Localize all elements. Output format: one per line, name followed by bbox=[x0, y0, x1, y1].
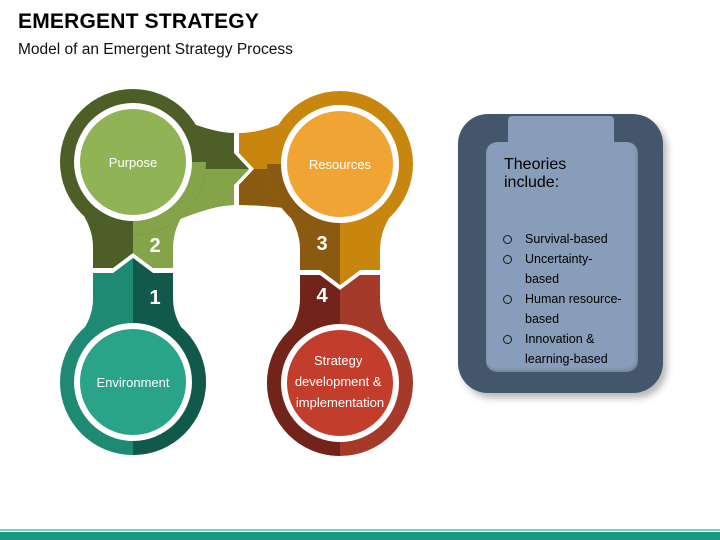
theory-item: Survival-based bbox=[502, 229, 624, 249]
node-resources: Resources bbox=[267, 91, 413, 237]
strategy-circle bbox=[287, 330, 393, 436]
environment-label: Environment bbox=[97, 375, 170, 390]
clipboard-paper: Theories include: Survival-based Uncerta… bbox=[486, 142, 638, 372]
resources-circle bbox=[287, 111, 393, 217]
page-subtitle: Model of an Emergent Strategy Process bbox=[18, 41, 293, 58]
step-number-2: 2 bbox=[149, 235, 160, 257]
node-purpose: Purpose bbox=[60, 89, 206, 235]
environment-circle bbox=[80, 329, 186, 435]
circle-bullet-icon bbox=[503, 335, 512, 344]
diagram-canvas: Purpose Resources Environment Strategy d… bbox=[60, 89, 413, 456]
theories-clipboard: Theories include: Survival-based Uncerta… bbox=[458, 114, 663, 393]
theory-item: Innovation & learning-based bbox=[502, 329, 624, 369]
resources-label: Resources bbox=[309, 157, 372, 172]
purpose-label: Purpose bbox=[109, 155, 157, 170]
theories-heading: Theories include: bbox=[504, 156, 567, 191]
step-number-4: 4 bbox=[316, 285, 328, 307]
node-strategy: Strategy development & implementation bbox=[267, 310, 413, 456]
circle-bullet-icon bbox=[503, 295, 512, 304]
circle-bullet-icon bbox=[503, 255, 512, 264]
theory-item: Human resource- based bbox=[502, 289, 624, 329]
page-title: EMERGENT STRATEGY bbox=[18, 10, 260, 33]
step-number-1: 1 bbox=[149, 287, 160, 309]
strategy-label: Strategy development & implementation bbox=[295, 353, 385, 410]
footer-bar bbox=[0, 532, 720, 540]
footer-accent-line bbox=[0, 529, 720, 531]
circle-bullet-icon bbox=[503, 235, 512, 244]
theory-item: Uncertainty-based bbox=[502, 249, 624, 289]
emergent-strategy-diagram: Purpose Resources Environment Strategy d… bbox=[30, 75, 450, 475]
theories-list: Survival-based Uncertainty-based Human r… bbox=[502, 229, 624, 369]
purpose-circle bbox=[80, 109, 186, 215]
node-environment: Environment bbox=[60, 309, 206, 455]
step-number-3: 3 bbox=[316, 233, 327, 255]
